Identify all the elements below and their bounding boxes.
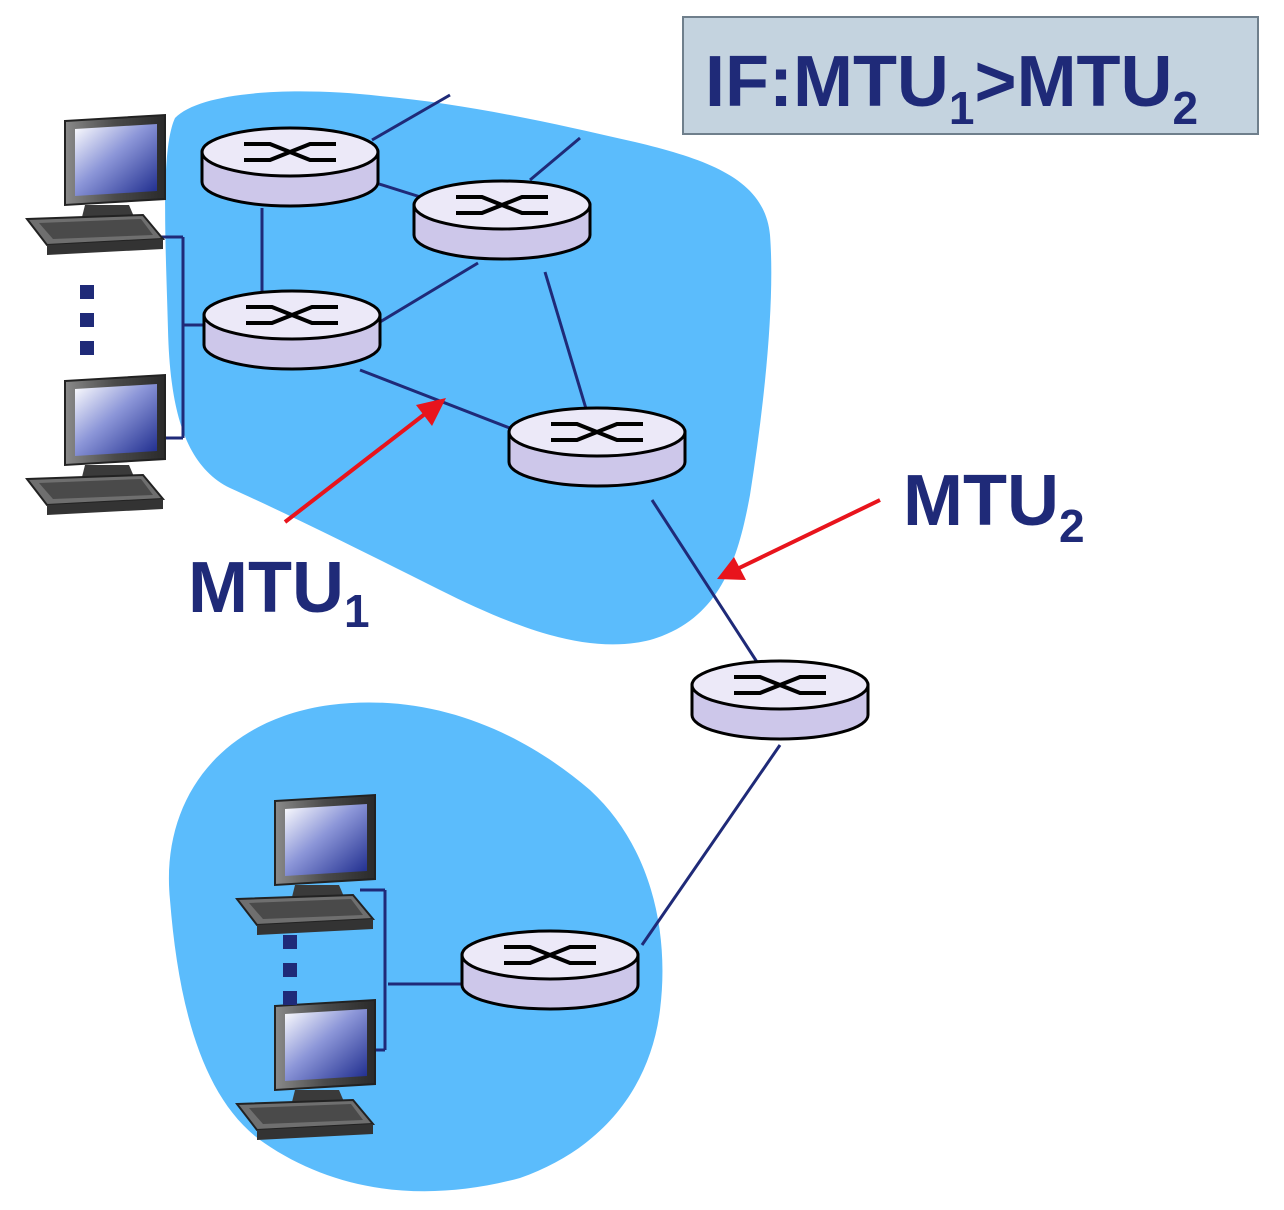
- mtu2-arrow: [717, 498, 881, 580]
- condition-box: IF:MTU1>MTU2: [682, 16, 1259, 135]
- condition-subscript-2: 2: [1173, 82, 1199, 134]
- desktop-computer-icon: [26, 114, 166, 256]
- mtu2-label-subscript: 2: [1059, 500, 1085, 552]
- upper-network-cloud: [165, 91, 772, 645]
- router-icon: [200, 126, 380, 208]
- router-icon: [412, 179, 592, 261]
- condition-middle: >MTU: [975, 42, 1173, 122]
- router-icon: [690, 659, 870, 741]
- router-icon: [507, 406, 687, 488]
- router-icon: [460, 929, 640, 1011]
- router-icon: [202, 289, 382, 371]
- mtu2-label: MTU2: [903, 461, 1085, 552]
- condition-subscript-1: 1: [949, 82, 975, 134]
- lower-host-ellipsis: [283, 935, 297, 1005]
- mtu1-arrow: [283, 398, 446, 524]
- mtu2-label-text: MTU: [903, 461, 1059, 541]
- mtu1-label-text: MTU: [188, 548, 344, 628]
- desktop-computer-icon: [26, 374, 166, 516]
- mtu1-label-subscript: 1: [344, 585, 370, 637]
- upper-host-ellipsis: [80, 285, 94, 355]
- mtu1-label: MTU1: [188, 548, 370, 637]
- svg-text:IF:MTU1>MTU2: IF:MTU1>MTU2: [705, 42, 1198, 134]
- condition-prefix: IF:MTU: [705, 42, 949, 122]
